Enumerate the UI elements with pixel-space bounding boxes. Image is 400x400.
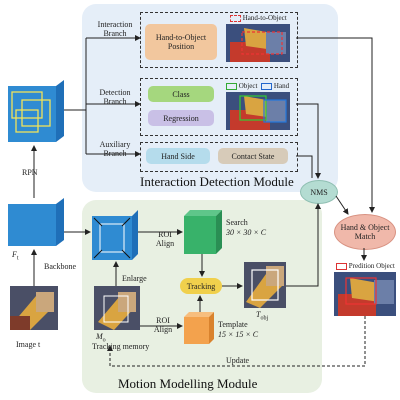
object-legend-text: Object	[238, 82, 258, 90]
prediction-output-scene	[334, 272, 396, 316]
hand-to-object-position-head: Hand-to-Object Position	[145, 24, 217, 60]
prediction-object-swatch	[336, 262, 347, 270]
detection-output-image	[226, 92, 290, 130]
hand-legend-swatch	[261, 82, 273, 90]
mo-sub: o	[102, 337, 106, 344]
ft-label: Ft	[12, 250, 19, 264]
tracked-object-scene	[244, 262, 286, 308]
object-hand-legend: Object Hand	[226, 82, 289, 90]
tracking-node: Tracking	[180, 278, 222, 294]
t-obj-label: Tobj	[256, 310, 268, 324]
roi-align-1-label: ROI Align	[152, 230, 178, 248]
auxiliary-to-nms-line	[296, 155, 313, 178]
template-feature-cube	[184, 312, 214, 344]
contact-state-head: Contact State	[218, 148, 288, 164]
class-text: Class	[172, 89, 190, 99]
enlarged-feature-map-graphic	[92, 210, 138, 260]
search-feature-cube	[184, 210, 222, 254]
template-feature-cube-graphic	[184, 312, 214, 344]
detection-branch-label: Detection Branch	[92, 88, 138, 106]
nms-to-match-arrow	[335, 195, 349, 215]
detection-branch-box	[140, 78, 298, 136]
interaction-output-scene	[226, 24, 290, 62]
interaction-detection-module-title: Interaction Detection Module	[140, 174, 294, 189]
class-head: Class	[148, 86, 214, 102]
feature-map-ft	[8, 198, 64, 246]
ft-text: F	[12, 250, 17, 259]
prediction-object-text: Predition Object	[348, 262, 395, 270]
backbone-label: Backbone	[44, 262, 76, 271]
tracked-object-image	[244, 262, 286, 308]
template-label: Template	[218, 320, 248, 329]
mo-label: Mo	[96, 332, 106, 346]
enlarged-feature-map	[92, 210, 138, 260]
interaction-to-match-arrow	[296, 37, 375, 213]
interaction-branch-text: Interaction Branch	[97, 20, 133, 38]
interaction-branch-label: Interaction Branch	[92, 20, 138, 38]
hand-side-text: Hand Side	[161, 151, 195, 161]
feature-map-ft-graphic	[8, 198, 64, 246]
search-label: Search	[226, 218, 248, 227]
detection-to-nms-arrow	[296, 103, 321, 179]
hand-to-object-legend-swatch	[230, 14, 241, 22]
t-obj-sub: obj	[260, 315, 269, 322]
rpn-proposal-map	[8, 80, 64, 142]
hand-object-match-node: Hand & Object Match	[334, 214, 396, 250]
regression-text: Regression	[163, 113, 199, 123]
mo-text: M	[96, 332, 103, 341]
prediction-object-legend: Predition Object	[336, 262, 395, 270]
tracking-memory-scene	[94, 286, 140, 330]
hand-to-object-position-text: Hand-to-Object Position	[155, 33, 207, 51]
search-feature-cube-graphic	[184, 210, 222, 254]
detection-branch-text: Detection Branch	[99, 88, 131, 106]
tracking-text: Tracking	[186, 281, 216, 291]
tobj-to-nms-arrow	[286, 203, 321, 287]
hand-to-object-legend-text: Hand-to-Object	[242, 14, 287, 22]
tracking-memory-label: Tracking memory	[92, 342, 150, 351]
ft-sub: t	[16, 255, 19, 262]
template-dim-label: 15 × 15 × C	[218, 330, 259, 339]
search-dim-label: 30 × 30 × C	[226, 228, 267, 237]
rpn-proposal-graphic	[8, 80, 64, 142]
hand-side-head: Hand Side	[146, 148, 210, 164]
detection-output-scene	[226, 92, 290, 130]
object-legend-swatch	[226, 82, 237, 90]
auxiliary-branch-box	[140, 142, 298, 172]
image-t-label: Image t	[16, 340, 41, 349]
input-image-t-scene	[10, 286, 58, 330]
update-label: Update	[226, 356, 250, 365]
input-image-t	[10, 286, 58, 330]
prediction-output-image	[334, 272, 396, 316]
roi-align-2-label: ROI Align	[150, 316, 176, 334]
hand-to-object-legend: Hand-to-Object	[230, 14, 287, 22]
hand-object-match-text: Hand & Object Match	[340, 223, 390, 241]
enlarge-label: Enlarge	[122, 274, 147, 283]
interaction-output-image	[226, 24, 290, 62]
rpn-label: RPN	[22, 168, 38, 177]
t-obj-text: T	[256, 310, 261, 319]
nms-text: NMS	[310, 187, 328, 197]
motion-modelling-module-title: Motion Modelling Module	[118, 376, 258, 391]
roi-align-2-text: ROI Align	[153, 316, 173, 334]
update-loop-arrow	[107, 316, 366, 367]
regression-head: Regression	[148, 110, 214, 126]
nms-node: NMS	[300, 180, 338, 204]
tracking-memory-image	[94, 286, 140, 330]
contact-state-text: Contact State	[231, 151, 275, 161]
roi-align-1-text: ROI Align	[155, 230, 175, 248]
hand-legend-text: Hand	[273, 82, 290, 90]
